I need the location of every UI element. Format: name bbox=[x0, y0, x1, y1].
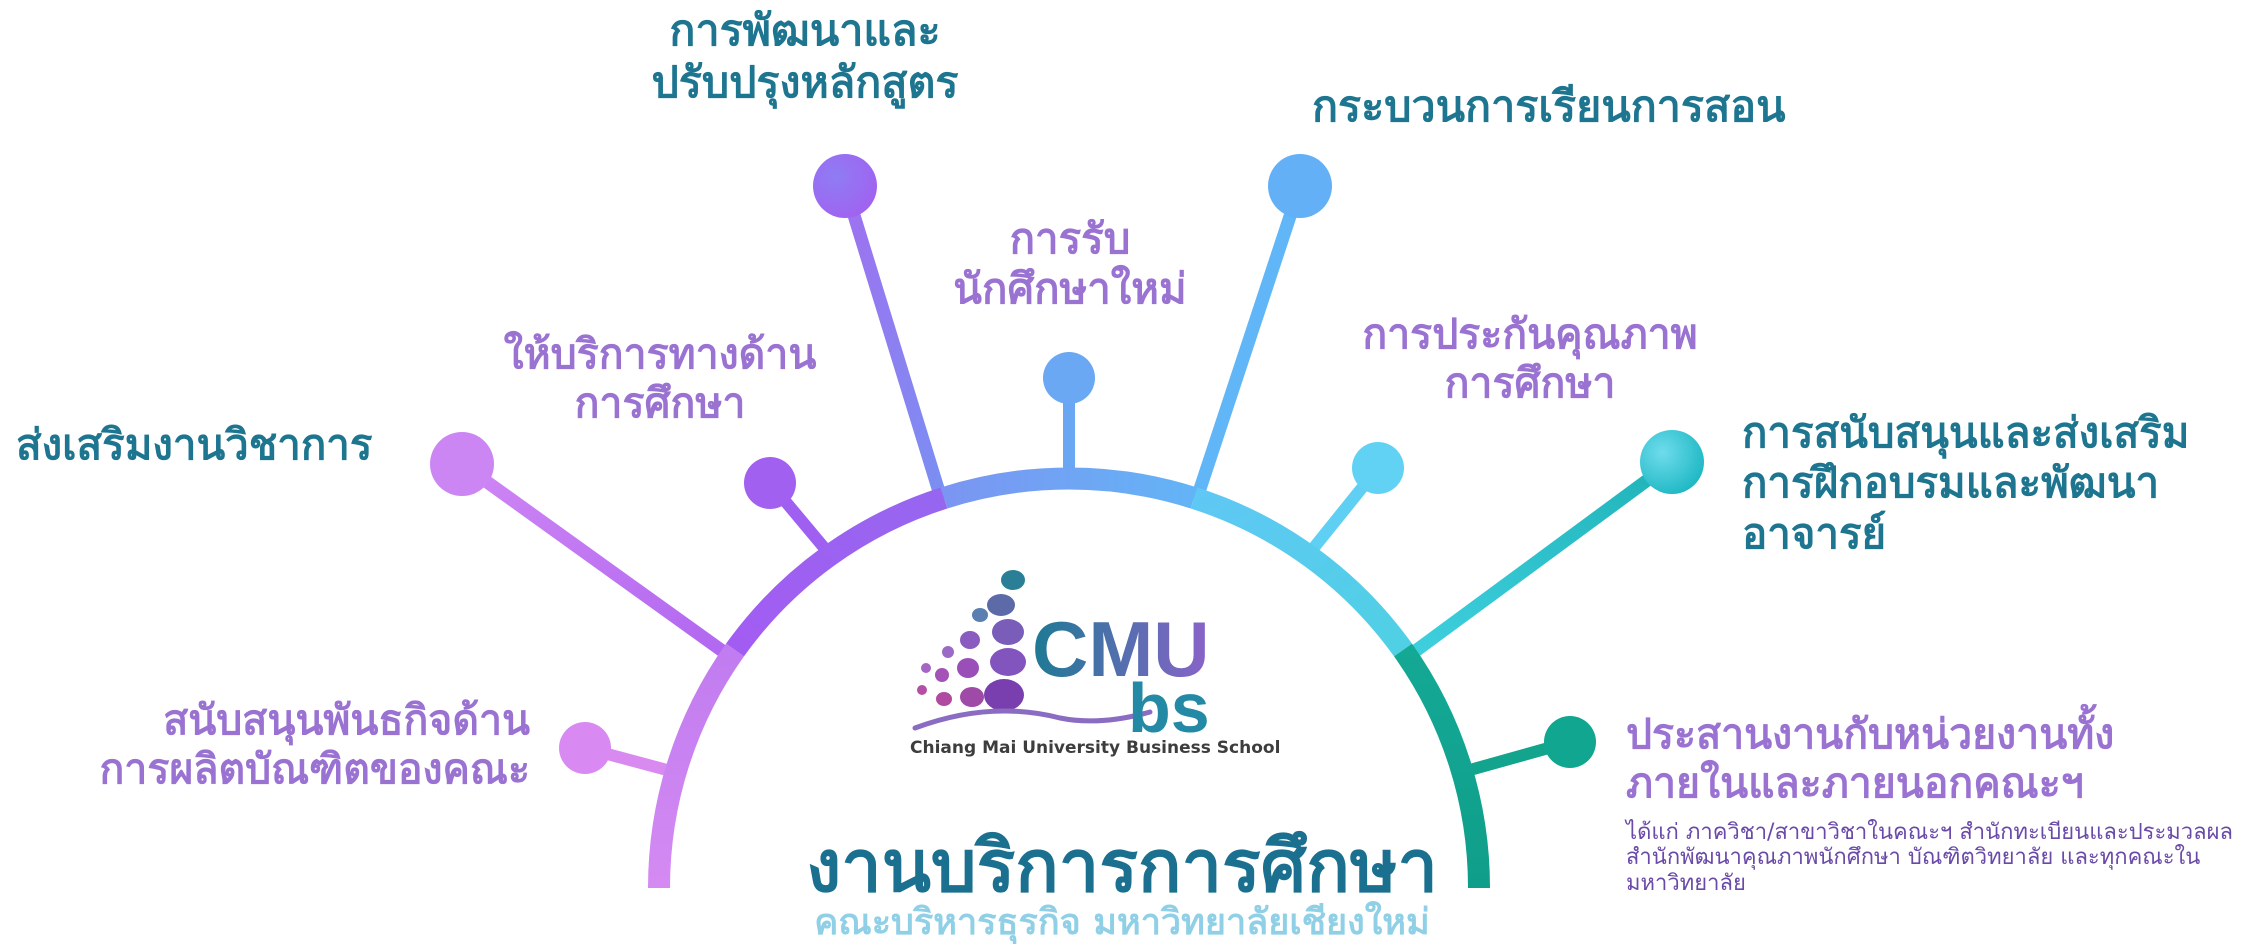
arc-segment-1 bbox=[647, 643, 744, 889]
label-line: การศึกษา bbox=[1444, 359, 1616, 408]
arc-segment-5 bbox=[1394, 643, 1491, 889]
stem-academic-promotion bbox=[455, 457, 735, 662]
label-graduate-mission: สนับสนุนพันธกิจด้าน การผลิตบัณฑิตของคณะ bbox=[20, 696, 530, 794]
note-line: ได้แก่ ภาควิชา/สาขาวิชาในคณะฯ สำนักทะเบี… bbox=[1626, 820, 2234, 845]
coordination-note: ได้แก่ ภาควิชา/สาขาวิชาในคณะฯ สำนักทะเบี… bbox=[1626, 820, 2233, 896]
label-line: ให้บริการทางด้าน bbox=[503, 330, 817, 378]
dot-student-admission bbox=[1043, 352, 1095, 404]
dot-quality-assurance bbox=[1352, 442, 1404, 494]
dot-faculty-development bbox=[1640, 430, 1704, 494]
dot-education-service bbox=[744, 457, 796, 509]
label-curriculum-development: การพัฒนาและ ปรับปรุงหลักสูตร bbox=[610, 6, 1000, 109]
subtitle: คณะบริหารธุรกิจ มหาวิทยาลัยเชียงใหม่ bbox=[814, 902, 1430, 943]
label-line: การสนับสนุนและส่งเสริม bbox=[1742, 408, 2190, 457]
dot-coordination bbox=[1544, 716, 1596, 768]
label-academic-promotion: ส่งเสริมงานวิชาการ bbox=[16, 420, 372, 470]
label-line: สนับสนุนพันธกิจด้าน bbox=[163, 696, 530, 744]
note-line: สำนักพัฒนาคุณภาพนักศึกษา บัณฑิตวิทยาลัย … bbox=[1626, 845, 2201, 871]
label-line: อาจารย์ bbox=[1742, 508, 1887, 558]
logo-caption: Chiang Mai University Business School bbox=[910, 738, 1281, 758]
label-line: การผลิตบัณฑิตของคณะ bbox=[99, 745, 530, 794]
arc-segment-4 bbox=[1190, 487, 1412, 657]
dot-graduate-mission bbox=[559, 722, 611, 774]
label-line: การรับ bbox=[1009, 214, 1131, 263]
stem-faculty-development bbox=[1403, 455, 1679, 662]
label-teaching-learning: กระบวนการเรียนการสอน bbox=[1312, 82, 1785, 134]
label-line: ส่งเสริมงานวิชาการ bbox=[16, 420, 373, 469]
label-coordination: ประสานงานกับหน่วยงานทั้ง ภายในและภายนอกค… bbox=[1626, 710, 2114, 808]
logo-wordmark-bs: bs bbox=[1128, 669, 1210, 747]
logo-wordmark-cmu: CMU bbox=[1032, 605, 1210, 693]
label-line: การศึกษา bbox=[574, 379, 746, 428]
dot-curriculum-development bbox=[813, 154, 877, 218]
main-title: งานบริการการศึกษา bbox=[806, 824, 1438, 908]
label-quality-assurance: การประกันคุณภาพ การศึกษา bbox=[1320, 310, 1740, 408]
label-student-admission: การรับ นักศึกษาใหม่ bbox=[910, 214, 1230, 315]
label-line: นักศึกษาใหม่ bbox=[953, 264, 1187, 314]
cmubs-logo: CMU bs bbox=[912, 570, 1210, 747]
dot-teaching-learning bbox=[1268, 154, 1332, 218]
arc-segment-3 bbox=[940, 467, 1198, 509]
label-faculty-development: การสนับสนุนและส่งเสริม การฝึกอบรมและพัฒน… bbox=[1742, 408, 2189, 559]
label-line: ประสานงานกับหน่วยงานทั้ง bbox=[1626, 710, 2115, 758]
stem-teaching-learning bbox=[1191, 179, 1307, 502]
label-line: การประกันคุณภาพ bbox=[1362, 310, 1698, 358]
note-line: มหาวิทยาลัย bbox=[1626, 870, 1746, 896]
arc-segment-2 bbox=[726, 487, 948, 657]
label-line: ภายในและภายนอกคณะฯ bbox=[1626, 759, 2084, 808]
label-education-service: ให้บริการทางด้าน การศึกษา bbox=[480, 330, 840, 428]
label-line: กระบวนการเรียนการสอน bbox=[1312, 82, 1786, 132]
label-line: การฝึกอบรมและพัฒนา bbox=[1742, 458, 2160, 508]
label-line: ปรับปรุงหลักสูตร bbox=[651, 57, 959, 108]
stem-curriculum-development bbox=[838, 179, 947, 502]
dot-academic-promotion bbox=[430, 432, 494, 496]
label-line: การพัฒนาและ bbox=[669, 6, 941, 56]
